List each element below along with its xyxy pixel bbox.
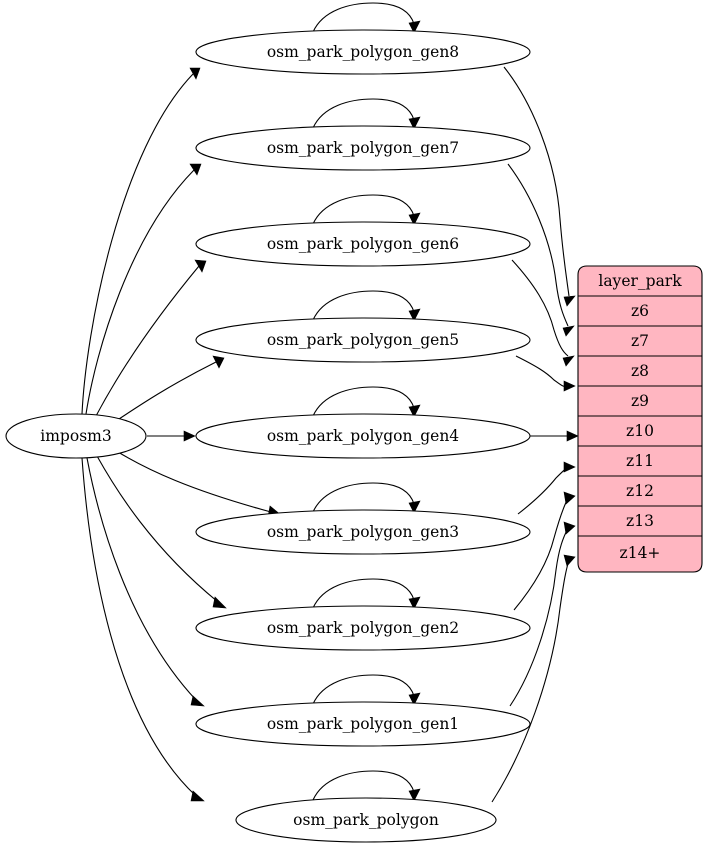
osm-park-polygon-label: osm_park_polygon [293,811,439,829]
record-row-z14plus[interactable]: z14+ [620,544,661,562]
imposm3-ellipse[interactable] [5,413,147,459]
edge-imposm3-to-gen7 [85,163,202,415]
edge-gen7-to-z7 [507,163,575,337]
edge-gen5-to-z9 [515,355,576,392]
node-osm-park-polygon-gen6[interactable]: osm_park_polygon_gen6 [195,221,531,267]
gen6-ellipse[interactable] [195,221,531,267]
record-row-z12[interactable]: z12 [626,482,654,500]
node-osm-park-polygon-gen5[interactable]: osm_park_polygon_gen5 [195,317,531,363]
gen3-label: osm_park_polygon_gen3 [267,523,459,541]
self-loop-gen5 [312,290,421,322]
layer-park-header-label: layer_park [598,272,682,290]
edge-gen8-to-z6 [503,66,576,307]
node-osm-park-polygon-gen1[interactable]: osm_park_polygon_gen1 [195,701,531,747]
edge-imposm3-to-gen4 [147,430,196,442]
node-osm-park-polygon-gen7[interactable]: osm_park_polygon_gen7 [195,125,531,171]
gen7-ellipse[interactable] [195,125,531,171]
gen2-ellipse[interactable] [195,605,531,651]
gen1-label: osm_park_polygon_gen1 [267,715,459,733]
gen6-label: osm_park_polygon_gen6 [267,235,459,253]
node-osm-park-polygon-gen3[interactable]: osm_park_polygon_gen3 [195,509,531,555]
record-row-z13[interactable]: z13 [626,512,654,530]
edge-group-self-loops [312,2,421,802]
self-loop-gen3 [312,482,421,514]
edge-imposm3-to-gen1 [86,457,205,707]
edge-imposm3-to-osm-park-polygon [81,457,205,802]
table-node-group: osm_park_polygon_gen8 osm_park_polygon_g… [195,29,531,843]
edge-imposm3-to-gen3 [117,451,282,518]
record-row-z6[interactable]: z6 [631,302,649,320]
imposm3-label: imposm3 [40,427,111,445]
edge-imposm3-to-gen6 [95,259,207,417]
gen8-label: osm_park_polygon_gen8 [267,43,459,61]
edge-imposm3-to-gen2 [96,455,227,609]
osm-park-polygon-ellipse[interactable] [235,797,497,843]
gen4-ellipse[interactable] [195,413,531,459]
record-row-z10[interactable]: z10 [626,422,654,440]
record-row-z8[interactable]: z8 [631,362,649,380]
self-loop-osm-park-polygon [312,770,421,802]
gen1-ellipse[interactable] [195,701,531,747]
self-loop-gen6 [312,194,421,226]
gen8-ellipse[interactable] [195,29,531,75]
edge-osm-park-polygon-to-z14 [491,554,576,803]
edge-imposm3-to-gen8 [81,67,201,415]
gen3-ellipse[interactable] [195,509,531,555]
self-loop-gen7 [312,98,421,130]
edge-group-source-to-tables [81,67,282,802]
edge-group-tables-to-layer [491,66,579,803]
node-imposm3[interactable]: imposm3 [5,413,147,459]
self-loop-gen1 [312,674,421,706]
self-loop-gen8 [312,2,421,34]
gen4-label: osm_park_polygon_gen4 [267,427,459,445]
layer-park-body[interactable] [577,265,703,573]
node-osm-park-polygon[interactable]: osm_park_polygon [235,797,497,843]
edge-gen1-to-z13 [509,521,576,707]
edge-gen4-to-z10 [530,430,579,442]
gen5-label: osm_park_polygon_gen5 [267,331,459,349]
edge-imposm3-to-gen5 [115,355,225,422]
gen5-ellipse[interactable] [195,317,531,363]
edge-gen3-to-z11 [517,461,576,515]
gen7-label: osm_park_polygon_gen7 [267,139,459,157]
node-osm-park-polygon-gen2[interactable]: osm_park_polygon_gen2 [195,605,531,651]
node-osm-park-polygon-gen8[interactable]: osm_park_polygon_gen8 [195,29,531,75]
self-loop-gen4 [312,386,421,418]
edge-gen6-to-z8 [511,259,575,367]
gen2-label: osm_park_polygon_gen2 [267,619,459,637]
record-row-z9[interactable]: z9 [631,392,649,410]
record-row-z11[interactable]: z11 [626,452,654,470]
record-row-z7[interactable]: z7 [631,332,649,350]
node-osm-park-polygon-gen4[interactable]: osm_park_polygon_gen4 [195,413,531,459]
edge-gen2-to-z12 [513,491,576,611]
layer-park-record[interactable]: layer_park z6 z7 z8 z9 z10 z11 z12 [577,265,703,573]
self-loop-gen2 [312,578,421,610]
